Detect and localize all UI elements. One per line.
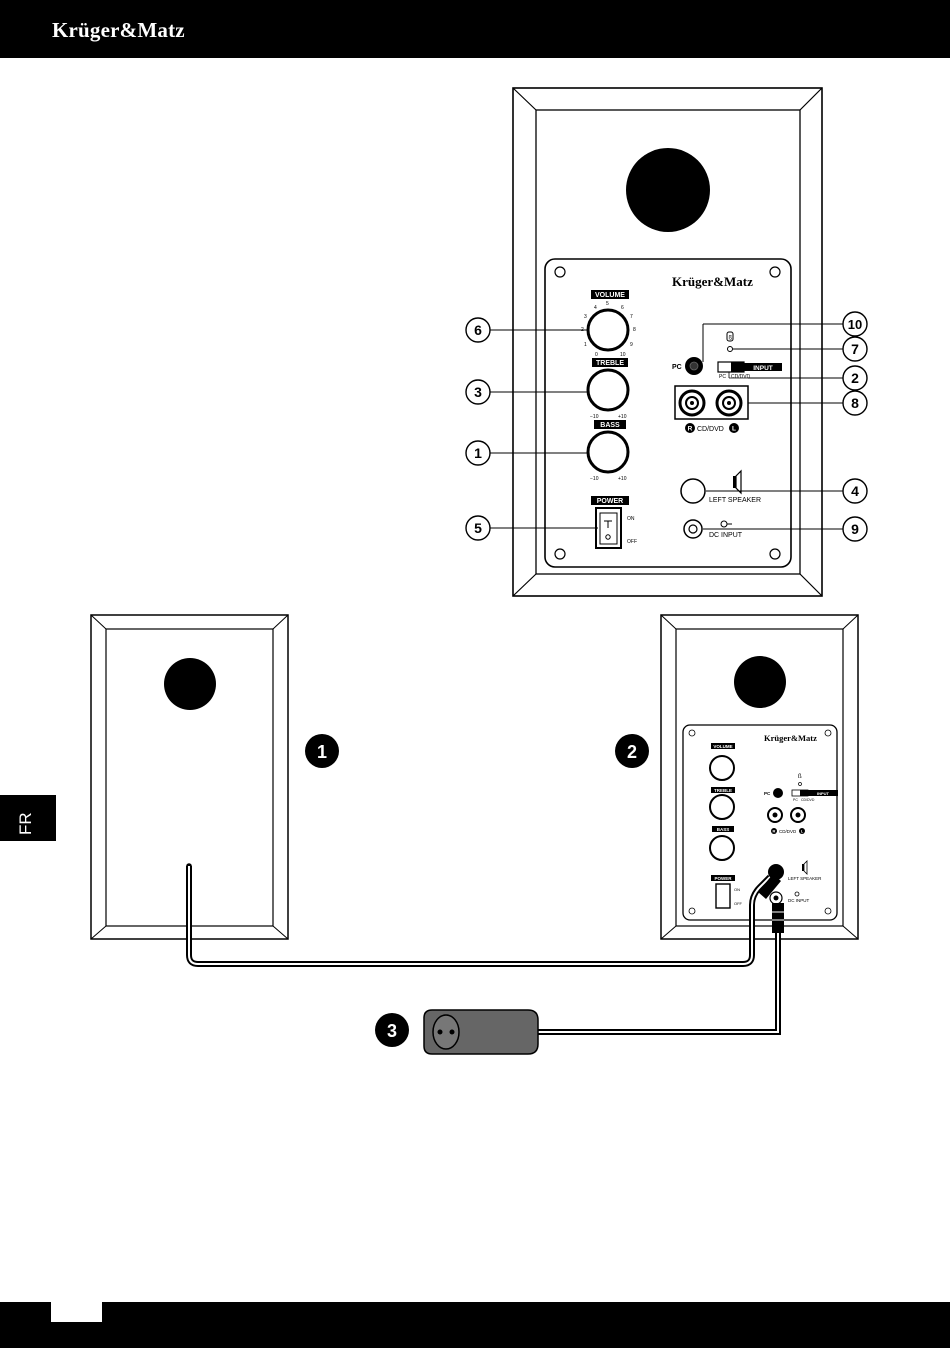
panel-brand-logo: Krüger&Matz (672, 274, 753, 289)
small-rca-left (791, 808, 805, 822)
small-speaker-icon (802, 861, 807, 874)
main-back-panel: Krüger&Matz VOLUME 0 1 2 3 4 5 6 7 8 9 1… (545, 259, 791, 567)
power-plug-socket (433, 1015, 459, 1049)
volume-tick-7: 7 (630, 314, 633, 320)
small-bass-label: BASS (717, 827, 730, 832)
bass-label: BASS (600, 422, 620, 429)
small-dc-input-label: DC INPUT (788, 898, 810, 903)
treble-label: TREBLE (596, 360, 624, 367)
input-selector-switch[interactable] (718, 362, 744, 372)
small-bass-knob (710, 836, 734, 860)
left-speaker-label: LEFT SPEAKER (709, 497, 761, 504)
small-dc-input-jack (770, 892, 782, 904)
small-bluetooth-icon: ß (798, 774, 802, 780)
left-speaker-port[interactable] (681, 479, 705, 503)
step-3-badge: 3 (387, 1021, 397, 1041)
callout-10: 10 (848, 317, 862, 332)
bass-knob[interactable] (588, 432, 628, 472)
small-input-cd-label: CD/DVD (801, 798, 815, 802)
pc-label: PC (672, 364, 682, 371)
treble-knob[interactable] (588, 370, 628, 410)
input-cd-label: CD/DVD (731, 374, 751, 380)
input-pc-label: PC (719, 374, 726, 380)
small-rca-r: R (773, 829, 776, 834)
power-adapter (424, 1010, 538, 1054)
speaker-icon (733, 471, 741, 493)
callout-9: 9 (851, 521, 859, 537)
power-label: POWER (597, 498, 623, 505)
volume-tick-5: 5 (606, 301, 609, 307)
callout-leaders (490, 324, 843, 529)
volume-tick-4: 4 (594, 305, 597, 311)
step-1-badge: 1 (317, 742, 327, 762)
volume-tick-6: 6 (621, 305, 624, 311)
small-pc-label: PC (764, 791, 771, 796)
treble-max-label: +10 (618, 414, 627, 420)
step-2-badge: 2 (627, 742, 637, 762)
callout-1: 1 (474, 445, 482, 461)
bass-port (626, 148, 710, 232)
small-power-label: POWER (714, 876, 732, 881)
small-panel-brand: Krüger&Matz (764, 733, 817, 743)
active-bass-port (734, 656, 786, 708)
callout-5: 5 (474, 520, 482, 536)
power-off-label: OFF (627, 539, 637, 545)
small-rca-right (768, 808, 782, 822)
small-volume-label: VOLUME (713, 744, 732, 749)
volume-tick-1: 1 (584, 342, 587, 348)
bass-max-label: +10 (618, 476, 627, 482)
small-pc-jack (773, 788, 783, 798)
callout-3: 3 (474, 384, 482, 400)
rca-l-label: L (732, 426, 736, 433)
volume-tick-3: 3 (584, 314, 587, 320)
callout-4: 4 (851, 483, 859, 499)
dc-input-jack[interactable] (684, 520, 702, 538)
small-left-speaker-label: LEFT SPEAKER (788, 876, 822, 881)
small-rca-label: CD/DVD (779, 829, 797, 834)
rca-jack-right[interactable] (680, 391, 704, 415)
rca-cd-dvd-label: CD/DVD (697, 426, 724, 433)
power-cable (537, 905, 778, 1032)
passive-bass-port (164, 658, 216, 710)
power-cable-plug (772, 903, 784, 933)
treble-min-label: −10 (590, 414, 599, 420)
callout-8: 8 (851, 395, 859, 411)
callout-2: 2 (851, 370, 859, 386)
small-volume-knob (710, 756, 734, 780)
callout-6: 6 (474, 322, 482, 338)
small-power-off: OFF (734, 901, 743, 906)
dc-input-label: DC INPUT (709, 532, 743, 539)
input-label: INPUT (753, 365, 773, 372)
small-treble-label: TREBLE (714, 788, 732, 793)
volume-tick-9: 9 (630, 342, 633, 348)
callout-7: 7 (851, 341, 859, 357)
rca-jack-left[interactable] (717, 391, 741, 415)
footer-bar (0, 1302, 950, 1348)
page-number-box (51, 1302, 102, 1322)
volume-tick-8: 8 (633, 327, 636, 333)
small-treble-knob (710, 795, 734, 819)
dc-polarity-icon (721, 521, 732, 527)
volume-tick-10: 10 (620, 352, 626, 358)
bass-min-label: −10 (590, 476, 599, 482)
small-input-pc-label: PC (793, 798, 798, 802)
power-switch[interactable] (596, 508, 621, 548)
rca-r-label: R (688, 426, 693, 433)
power-on-label: ON (627, 516, 635, 522)
volume-label: VOLUME (595, 292, 625, 299)
small-power-on: ON (734, 887, 740, 892)
small-power-switch (716, 884, 730, 908)
status-led (728, 347, 733, 352)
bluetooth-icon: ß (729, 336, 733, 342)
small-input-label: INPUT (817, 791, 830, 796)
volume-knob[interactable] (588, 310, 628, 350)
volume-tick-0: 0 (595, 352, 598, 358)
